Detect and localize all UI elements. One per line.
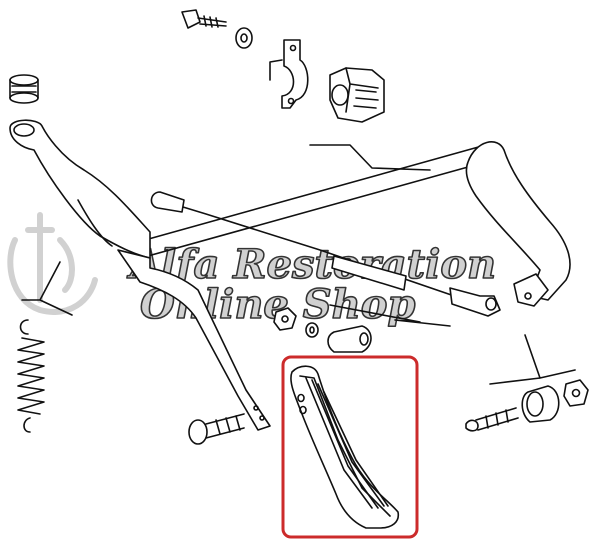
pivot-bolt [188, 413, 245, 445]
throttle-link-rod [150, 191, 501, 317]
watermark-logo [7, 212, 98, 315]
accelerator-pedal-pad [290, 365, 400, 529]
cross-shaft [144, 143, 495, 257]
top-bolt [181, 9, 227, 29]
highlight-box [281, 355, 419, 539]
right-lever-arm [465, 141, 571, 307]
rubber-bush [329, 67, 385, 123]
left-lever-arm [9, 119, 151, 259]
small-nut [273, 307, 297, 331]
leader-line-mid [329, 304, 451, 327]
watermark: Alfa Restoration Online Shop [7, 212, 497, 329]
return-spring [17, 319, 45, 433]
clamp-bracket [269, 39, 309, 109]
rubber-grommet [9, 74, 39, 104]
right-bolt [465, 407, 519, 432]
watermark-line1: Alfa Restoration [126, 241, 496, 288]
small-washer [305, 322, 319, 338]
top-washer [235, 27, 253, 49]
pedal-rod [117, 249, 271, 431]
right-bush [521, 385, 560, 423]
leader-line-right [489, 334, 576, 385]
leader-line-left [21, 261, 73, 316]
bush-sleeve [327, 325, 372, 353]
right-nut [563, 379, 589, 407]
